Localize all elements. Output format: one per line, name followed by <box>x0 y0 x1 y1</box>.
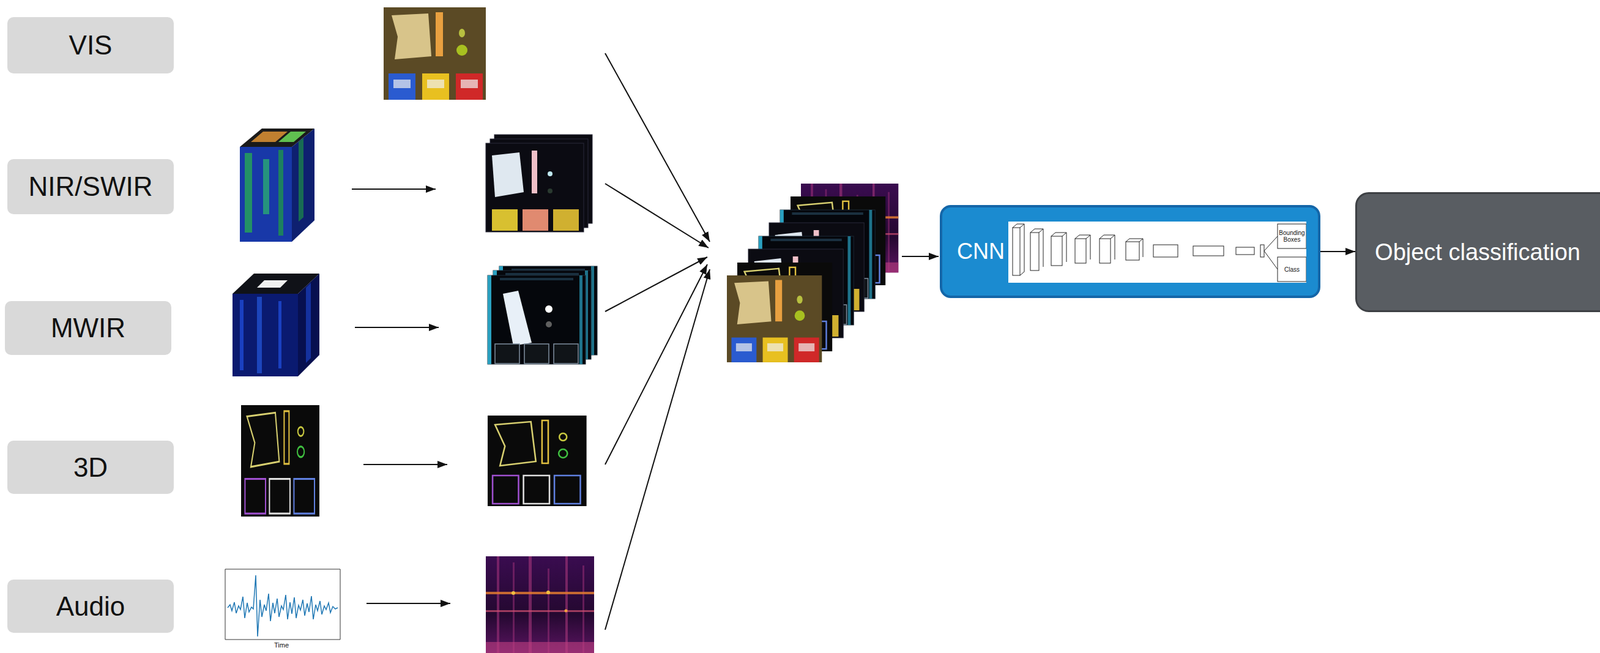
spectrogram <box>485 556 595 653</box>
node-text: MWIR <box>50 312 126 344</box>
modality-box: 3D <box>7 440 174 494</box>
process-arrow <box>366 602 451 604</box>
3d-image <box>241 405 320 517</box>
axis-label: Time <box>266 640 297 650</box>
node-text: CNN <box>956 238 1005 265</box>
flow-arrow <box>1320 250 1356 253</box>
vis-image <box>383 7 486 100</box>
process-arrow <box>363 463 448 466</box>
fusion-arrows <box>605 53 710 630</box>
node-text: Audio <box>56 591 126 622</box>
model-box: CNN Bounding BoxesClass <box>939 204 1321 298</box>
modality-box: MWIR <box>4 301 172 355</box>
nir-swir-cube <box>239 128 315 242</box>
process-arrow <box>351 188 436 190</box>
mwir-stack <box>487 266 598 365</box>
fused-stack <box>726 183 899 363</box>
3d-result <box>487 415 587 507</box>
audio-waveform <box>225 569 341 640</box>
node-text: 3D <box>73 452 108 483</box>
mwir-cube <box>232 273 320 377</box>
modality-box: Audio <box>7 579 174 633</box>
modality-box: NIR/SWIR <box>7 159 174 215</box>
node-text: VIS <box>69 29 113 61</box>
process-arrow <box>901 255 939 257</box>
modality-box: VIS <box>7 17 174 74</box>
cnn-architecture <box>1008 221 1307 283</box>
output-label: Bounding Boxes <box>1277 223 1307 249</box>
process-arrow <box>354 326 439 328</box>
output-box: Object classification <box>1355 192 1600 313</box>
output-label: Class <box>1277 256 1307 282</box>
node-text: NIR/SWIR <box>28 171 153 202</box>
node-text: Object classification <box>1374 239 1581 266</box>
nir-swir-stack <box>485 134 593 232</box>
